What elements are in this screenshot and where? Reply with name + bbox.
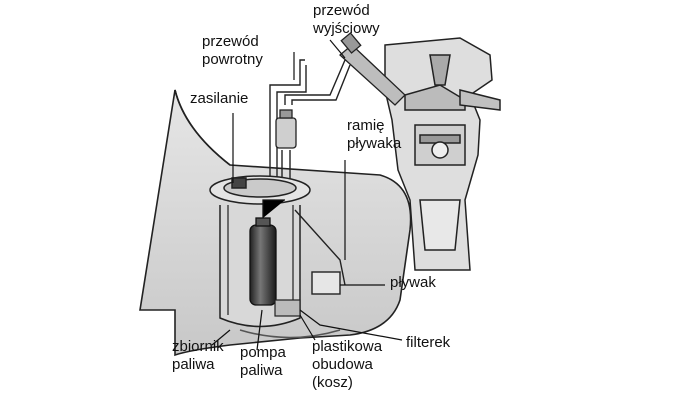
plastic-housing-label: plastikowa obudowa (kosz) (312, 338, 382, 392)
float-assembly (294, 209, 346, 295)
output-line-label: przewód wyjściowy (313, 2, 380, 38)
fuel-pump-label: pompa paliwa (240, 344, 286, 380)
fuel-tank-label: zbiornik paliwa (172, 338, 224, 374)
fuel-pump-label-line2: paliwa (240, 362, 283, 379)
plastic-housing-label-line3: (kosz) (312, 374, 353, 391)
return-line-label-line2: powrotny (202, 51, 263, 68)
output-line-label-line2: wyjściowy (313, 20, 380, 37)
float-label: pływak (390, 274, 436, 292)
power-supply-label: zasilanie (190, 90, 248, 108)
inline-filter (275, 109, 297, 149)
fuel-pump (249, 199, 285, 306)
leader-lines (211, 39, 403, 351)
float-arm-label-line1: ramię (347, 117, 385, 134)
return-line-label-line1: przewód (202, 33, 259, 50)
return-line-label: przewód powrotny (202, 33, 263, 69)
fuel-tank-label-line1: zbiornik (172, 338, 224, 355)
float-arm-label: ramię pływaka (347, 117, 401, 153)
filter-sock (274, 299, 301, 317)
plastic-housing-label-line1: plastikowa (312, 338, 383, 355)
filter-label-line1: filterek (406, 334, 451, 351)
filter-label: filterek (406, 334, 450, 352)
fuel-tank-label-line2: paliwa (172, 356, 215, 373)
output-line-label-line1: przewód (313, 2, 370, 19)
engine-cylinder (384, 37, 501, 271)
fuel-pump-label-line1: pompa (240, 344, 286, 361)
fuel-injector (339, 32, 406, 106)
float-label-line1: pływak (390, 274, 436, 291)
plastic-housing-label-line2: obudowa (312, 356, 373, 373)
power-supply-label-line1: zasilanie (190, 90, 249, 107)
fuel-lines (269, 59, 351, 180)
float-arm-label-line2: pływaka (347, 135, 402, 152)
